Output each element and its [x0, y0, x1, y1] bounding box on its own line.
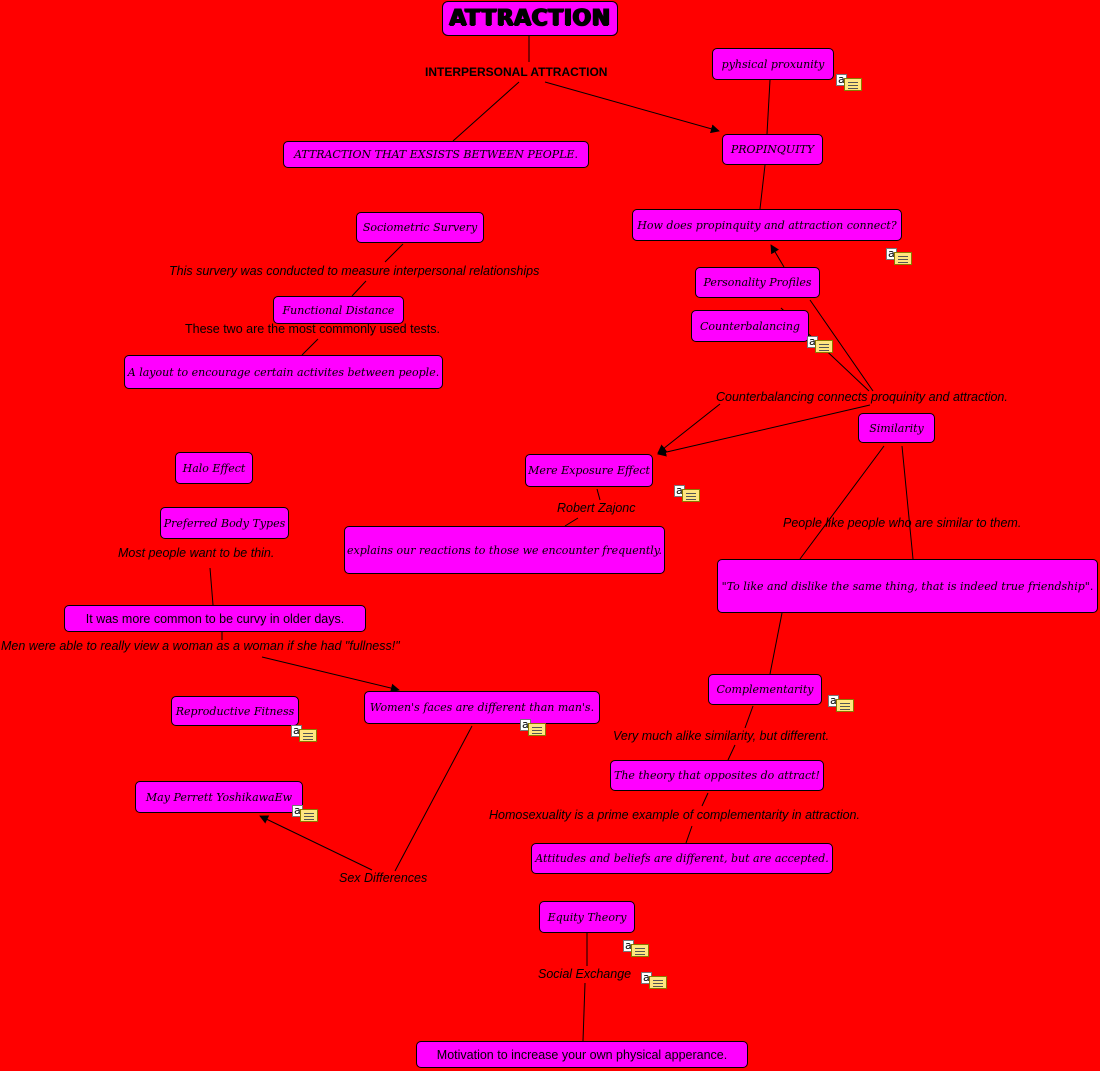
- notepad-icon: [894, 252, 912, 265]
- link-social-motivation: [582, 982, 586, 1042]
- concept-may-perrett[interactable]: May Perrett YoshikawaEw: [135, 781, 303, 813]
- concept-mere-exposure[interactable]: Mere Exposure Effect: [525, 454, 653, 487]
- label-survey-purpose: This survery was conducted to measure in…: [169, 264, 540, 278]
- link-connects-mereexposure-2: [657, 404, 871, 457]
- link-proximity-propinquity: [766, 79, 771, 135]
- note-icon[interactable]: a: [674, 485, 702, 504]
- concept-womens-faces[interactable]: Women's faces are different than man's.: [364, 691, 600, 724]
- concept-propinquity[interactable]: PROPINQUITY: [722, 134, 823, 165]
- concept-opposites[interactable]: The theory that opposites do attract!: [610, 760, 824, 791]
- concept-propinquity-question[interactable]: How does propinquity and attraction conn…: [632, 209, 902, 241]
- concept-counterbalancing[interactable]: Counterbalancing: [691, 310, 809, 342]
- link-connects-mereexposure: [657, 403, 721, 454]
- link-similarity-quote-2: [901, 445, 914, 560]
- note-icon[interactable]: a: [520, 719, 548, 738]
- label-zajonc: Robert Zajonc: [557, 501, 636, 515]
- link-label-propinquity: [544, 81, 720, 134]
- concept-body-types[interactable]: Preferred Body Types: [160, 507, 289, 539]
- concept-personality-profiles[interactable]: Personality Profiles: [695, 267, 820, 298]
- link-label-interpersonal: [452, 81, 520, 142]
- note-icon[interactable]: a: [807, 336, 835, 355]
- concept-similarity[interactable]: Similarity: [858, 413, 935, 443]
- link-bodytypes-curvy: [209, 567, 214, 606]
- concept-equity-theory[interactable]: Equity Theory: [539, 901, 635, 933]
- label-fullness: Men were able to really view a woman as …: [1, 639, 400, 653]
- link-zajonc-explain: [564, 517, 579, 527]
- link-tests-layout: [301, 338, 319, 356]
- link-survey-label: [384, 243, 404, 263]
- note-icon[interactable]: a: [828, 695, 856, 714]
- map-title[interactable]: ATTRACTION: [442, 1, 618, 36]
- concept-motivation[interactable]: Motivation to increase your own physical…: [416, 1041, 748, 1068]
- concept-halo-effect[interactable]: Halo Effect: [175, 452, 253, 484]
- link-complementarity-alike: [744, 705, 754, 729]
- label-social-exchange: Social Exchange: [538, 967, 632, 981]
- note-icon[interactable]: a: [836, 74, 864, 93]
- notepad-icon: [631, 944, 649, 957]
- link-label-functional: [351, 280, 367, 297]
- link-quote-complementarity: [769, 612, 783, 675]
- concept-layout[interactable]: A layout to encourage certain activites …: [124, 355, 443, 389]
- note-icon[interactable]: a: [291, 725, 319, 744]
- concept-physical-proximity[interactable]: pyhsical proxunity: [712, 48, 834, 80]
- concept-curvy[interactable]: It was more common to be curvy in older …: [64, 605, 366, 632]
- note-icon[interactable]: a: [886, 248, 914, 267]
- label-sex-differences: Sex Differences: [339, 871, 428, 885]
- link-similarity-quote: [799, 445, 885, 560]
- notepad-icon: [528, 723, 546, 736]
- notepad-icon: [836, 699, 854, 712]
- notepad-icon: [844, 78, 862, 91]
- link-homo-attitudes: [685, 825, 693, 844]
- link-sexdiff-perrett: [259, 815, 373, 871]
- notepad-icon: [682, 489, 700, 502]
- label-thin: Most people want to be thin.: [118, 546, 275, 560]
- label-similar-people: People like people who are similar to th…: [783, 516, 1022, 530]
- link-profiles-connects: [809, 299, 874, 392]
- link-propinquity-question: [759, 164, 766, 210]
- concept-interpersonal[interactable]: ATTRACTION THAT EXSISTS BETWEEN PEOPLE.: [283, 141, 589, 168]
- link-faces-sexdiff: [394, 725, 473, 872]
- note-icon[interactable]: a: [641, 972, 669, 991]
- link-alike-opposites: [727, 744, 736, 761]
- label-alike: Very much alike similarity, but differen…: [613, 729, 830, 743]
- notepad-icon: [649, 976, 667, 989]
- concept-attitudes[interactable]: Attitudes and beliefs are different, but…: [531, 843, 833, 874]
- notepad-icon: [299, 729, 317, 742]
- label-interpersonal-attraction: INTERPERSONAL ATTRACTION: [425, 65, 608, 79]
- link-profiles-question: [770, 244, 785, 268]
- concept-functional-distance[interactable]: Functional Distance: [273, 296, 404, 324]
- notepad-icon: [815, 340, 833, 353]
- note-icon[interactable]: a: [623, 940, 651, 959]
- concept-friendship-quote[interactable]: "To like and dislike the same thing, tha…: [717, 559, 1098, 613]
- concept-mere-exposure-explain[interactable]: explains our reactions to those we encou…: [344, 526, 665, 574]
- note-icon[interactable]: a: [292, 805, 320, 824]
- concept-sociometric-survey[interactable]: Sociometric Survery: [356, 212, 484, 243]
- concept-reproductive-fitness[interactable]: Reproductive Fitness: [171, 696, 299, 726]
- notepad-icon: [300, 809, 318, 822]
- concept-complementarity[interactable]: Complementarity: [708, 674, 822, 705]
- link-fullness-faces: [261, 656, 400, 693]
- label-homosexuality: Homosexuality is a prime example of comp…: [489, 808, 860, 822]
- link-mere-zajonc: [596, 488, 601, 501]
- label-counterbalancing-connects: Counterbalancing connects proquinity and…: [716, 390, 1008, 404]
- label-common-tests: These two are the most commonly used tes…: [185, 322, 440, 336]
- link-opposites-homo: [701, 792, 709, 807]
